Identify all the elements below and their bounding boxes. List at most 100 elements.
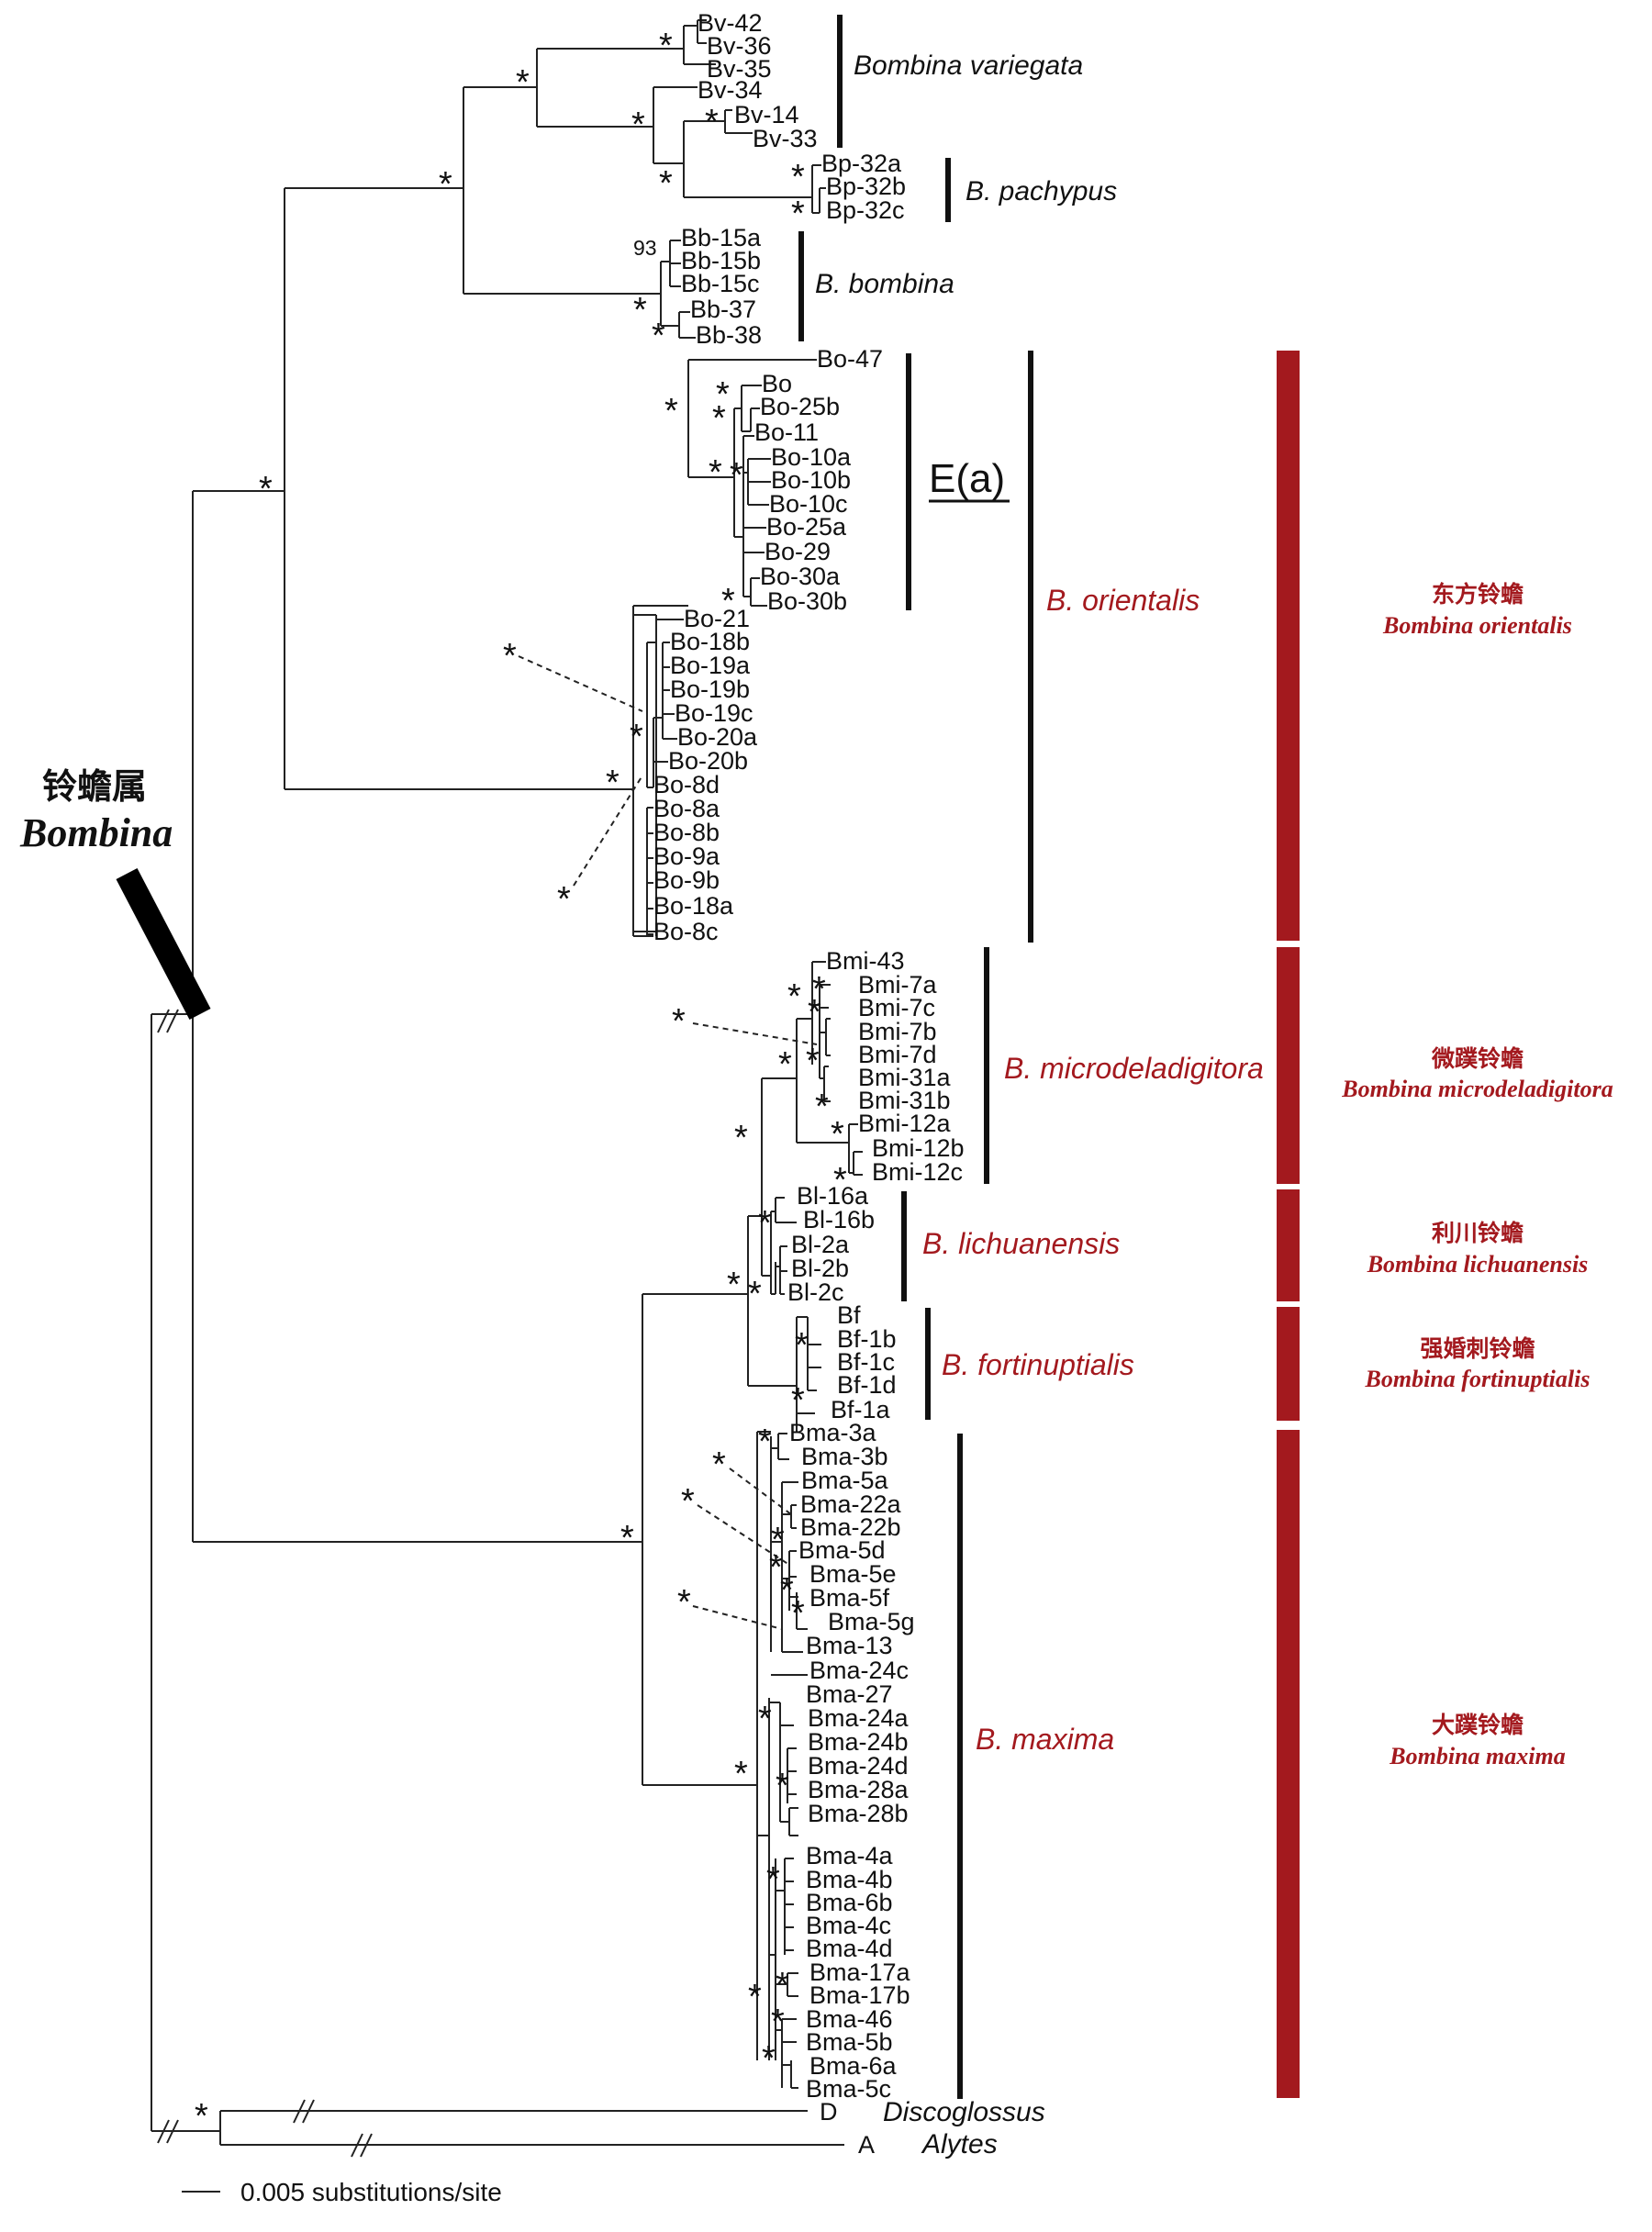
leaf-label: Bv-36 bbox=[707, 32, 772, 60]
support-star: * bbox=[780, 1571, 794, 1610]
support-star: * bbox=[672, 1002, 686, 1041]
leaf-label: Bo-8b bbox=[653, 819, 720, 846]
leaf-label: Bma-5b bbox=[806, 2028, 893, 2056]
genus-bar bbox=[116, 867, 211, 1021]
red-bar-microdeladigitora bbox=[1277, 947, 1300, 1184]
support-star: * bbox=[730, 456, 743, 495]
support-star: * bbox=[659, 27, 673, 65]
leaf-label: Bma-4b bbox=[806, 1866, 893, 1893]
leaf-label: Bmi-12b bbox=[872, 1134, 965, 1162]
leaf-label: Bma-24c bbox=[809, 1657, 909, 1684]
leaf-label: Bmi-12c bbox=[872, 1158, 963, 1186]
leaf-label: Bo-8a bbox=[653, 795, 720, 822]
leaf-label: Bf-1a bbox=[831, 1396, 891, 1423]
leaf-label: Bp-32c bbox=[826, 196, 905, 224]
leaf-label: Bma-22b bbox=[800, 1513, 901, 1541]
leaf-label: Bma-27 bbox=[806, 1680, 893, 1708]
support-star: * bbox=[557, 880, 571, 919]
leaf-label: Bp-32a bbox=[821, 150, 902, 177]
support-star: * bbox=[712, 1445, 726, 1484]
leaf-label: Bl-2c bbox=[787, 1278, 844, 1306]
leaf-labels-outgroup: D A Discoglossus Alytes bbox=[820, 2097, 1045, 2159]
bar-ea bbox=[906, 353, 911, 610]
support-star: * bbox=[771, 1521, 785, 1559]
leaf-label: Bo-20a bbox=[677, 723, 758, 751]
support-star: * bbox=[677, 1583, 691, 1622]
support-star: * bbox=[758, 1204, 772, 1243]
support-star: * bbox=[633, 291, 647, 329]
support-star: * bbox=[195, 2097, 208, 2136]
leaf-label: Bl-16a bbox=[797, 1182, 869, 1210]
label-fortinuptialis: B. fortinuptialis bbox=[942, 1348, 1134, 1381]
leaf-label: Bb-38 bbox=[696, 321, 762, 349]
en-label-orientalis: Bombina orientalis bbox=[1382, 612, 1572, 639]
leaf-label: Bma-46 bbox=[806, 2005, 893, 2033]
leaf-label: Bo-10c bbox=[769, 490, 848, 518]
support-star: * bbox=[664, 392, 678, 430]
label-lichuanensis: B. lichuanensis bbox=[922, 1227, 1120, 1260]
leaf-label: Bma-24d bbox=[808, 1752, 909, 1780]
leaf-label: Bma-22a bbox=[800, 1490, 902, 1518]
leaf-labels-fortinuptialis: Bf Bf-1b Bf-1c Bf-1d Bf-1a bbox=[831, 1301, 897, 1423]
support-star: * bbox=[716, 375, 730, 414]
bar-orientalis bbox=[1028, 351, 1033, 943]
leaf-labels-maxima: Bma-3a Bma-3b Bma-5a Bma-22a Bma-22b Bma… bbox=[789, 1419, 915, 2103]
support-star: * bbox=[631, 106, 645, 144]
leaf-labels-pachypus: Bp-32a Bp-32b Bp-32c bbox=[821, 150, 906, 224]
support-star: * bbox=[831, 1115, 844, 1154]
en-label-fortinuptialis: Bombina fortinuptialis bbox=[1365, 1366, 1591, 1392]
label-variegata: Bombina variegata bbox=[854, 50, 1083, 81]
bar-microdeladigitora bbox=[984, 947, 989, 1184]
support-star: * bbox=[758, 1423, 772, 1461]
leaf-label: Bo-19c bbox=[675, 699, 753, 727]
support-star: * bbox=[659, 164, 673, 203]
support-star: * bbox=[705, 103, 719, 141]
outgroup-label-discoglossus: Discoglossus bbox=[883, 2097, 1045, 2127]
support-values: * * * * * * * * 93 * * * * * * * * * * *… bbox=[195, 27, 847, 2136]
support-star: * bbox=[791, 1381, 805, 1420]
leaf-label: Bf-1c bbox=[837, 1348, 895, 1376]
leaf-label: Bmi-31b bbox=[858, 1087, 951, 1114]
bar-fortinuptialis bbox=[925, 1308, 931, 1420]
support-star: * bbox=[776, 1767, 789, 1805]
red-bar-maxima bbox=[1277, 1430, 1300, 2098]
leaf-label: Bma-6b bbox=[806, 1889, 893, 1916]
support-star: * bbox=[620, 1519, 634, 1557]
support-star: * bbox=[812, 970, 826, 1009]
leaf-label: Bmi-7b bbox=[858, 1018, 937, 1045]
support-star: * bbox=[727, 1266, 741, 1304]
leaf-label: Bmi-31a bbox=[858, 1064, 952, 1091]
leaf-label: Bmi-12a bbox=[858, 1110, 952, 1137]
leaf-label: Bv-34 bbox=[698, 76, 763, 104]
leaf-label: Bma-5f bbox=[809, 1584, 890, 1612]
red-bar-lichuanensis bbox=[1277, 1189, 1300, 1301]
leaf-label: Bv-35 bbox=[707, 55, 772, 83]
leaf-label: Bo-21 bbox=[684, 605, 750, 632]
leaf-label: Bma-4a bbox=[806, 1842, 894, 1869]
leaf-label: Bl-2b bbox=[791, 1255, 849, 1282]
leaf-labels-orientalis: Bo-21 Bo-18b Bo-19a Bo-19b Bo-19c Bo-20a… bbox=[653, 605, 758, 945]
support-star: * bbox=[652, 317, 665, 355]
leaf-label: Bl-16b bbox=[803, 1206, 875, 1233]
clade-label-ea: E(a) bbox=[929, 456, 1005, 501]
leaf-label: A bbox=[858, 2131, 875, 2159]
scale-bar-label: 0.005 substitutions/site bbox=[240, 2178, 502, 2206]
bar-pachypus bbox=[945, 158, 951, 222]
label-maxima: B. maxima bbox=[976, 1723, 1114, 1756]
leaf-label: Bma-6a bbox=[809, 2052, 898, 2080]
support-star: * bbox=[771, 2003, 785, 2041]
bar-variegata bbox=[837, 15, 843, 148]
support-star: * bbox=[516, 63, 530, 102]
leaf-label: Bma-13 bbox=[806, 1632, 893, 1659]
leaf-label: Bmi-7d bbox=[858, 1041, 937, 1068]
support-star: * bbox=[630, 718, 643, 756]
leaf-label: Bo-29 bbox=[765, 538, 831, 565]
red-bar-orientalis bbox=[1277, 351, 1300, 941]
leaf-label: Bf-1b bbox=[837, 1325, 897, 1353]
bar-lichuanensis bbox=[901, 1191, 907, 1301]
leaf-label: Bmi-7a bbox=[858, 971, 938, 999]
leaf-label: Bma-17a bbox=[809, 1959, 911, 1986]
label-bombina: B. bombina bbox=[815, 269, 954, 299]
leaf-label: Bv-14 bbox=[734, 101, 799, 128]
support-star: * bbox=[259, 470, 273, 508]
